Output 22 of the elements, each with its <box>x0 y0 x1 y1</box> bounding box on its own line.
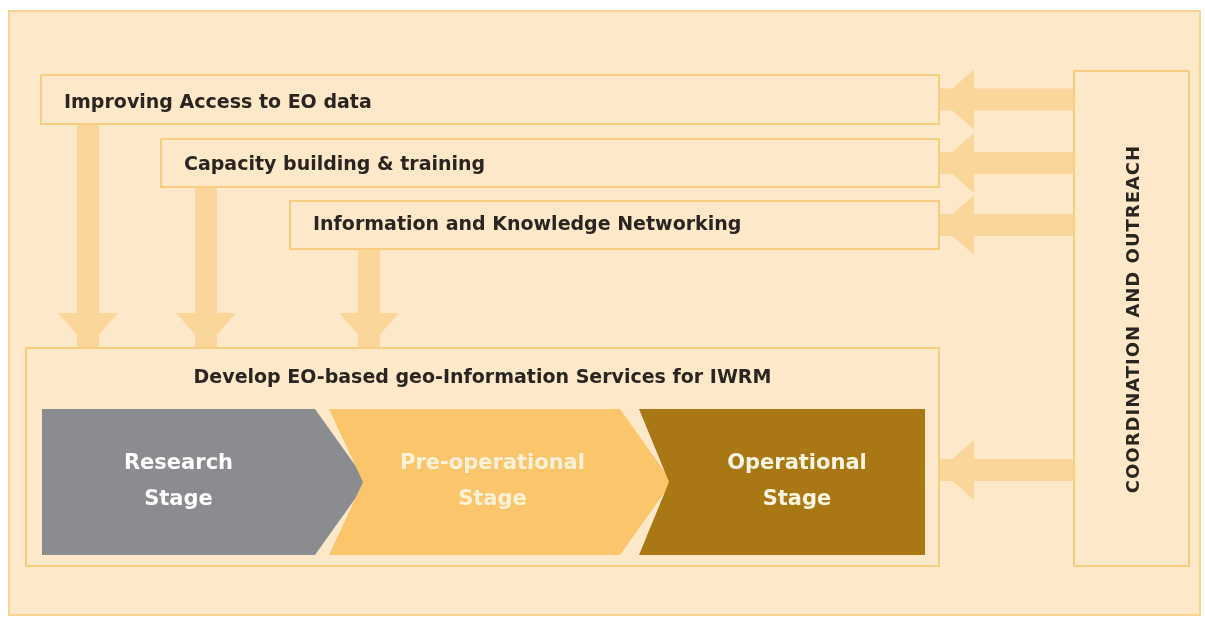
block-arrow <box>940 133 1073 193</box>
group-title: Develop EO-based geo-Information Services for IWRM <box>193 365 772 387</box>
block-arrow <box>940 69 1073 130</box>
activity-box <box>289 200 940 250</box>
group-box <box>25 347 940 567</box>
block-arrow <box>940 440 1073 500</box>
block-arrow <box>58 125 118 347</box>
box-label: Information and Knowledge Networking <box>313 212 742 234</box>
stage-block <box>329 409 672 555</box>
stage-label: Research Stage <box>122 449 235 512</box>
activity-box <box>40 74 940 125</box>
box-label: Capacity building & training <box>184 152 486 174</box>
block-arrow <box>339 250 399 347</box>
side-panel <box>1073 70 1190 567</box>
stage-label: Operational Stage <box>726 449 868 512</box>
stage-block <box>639 409 925 555</box>
block-arrow <box>940 195 1073 255</box>
activity-box <box>160 138 940 188</box>
panel-title: COORDINATION AND OUTREACH <box>1121 144 1142 493</box>
stage-label: Pre-operational Stage <box>399 449 586 512</box>
box-label: Improving Access to EO data <box>64 90 372 112</box>
block-arrow <box>176 188 236 347</box>
